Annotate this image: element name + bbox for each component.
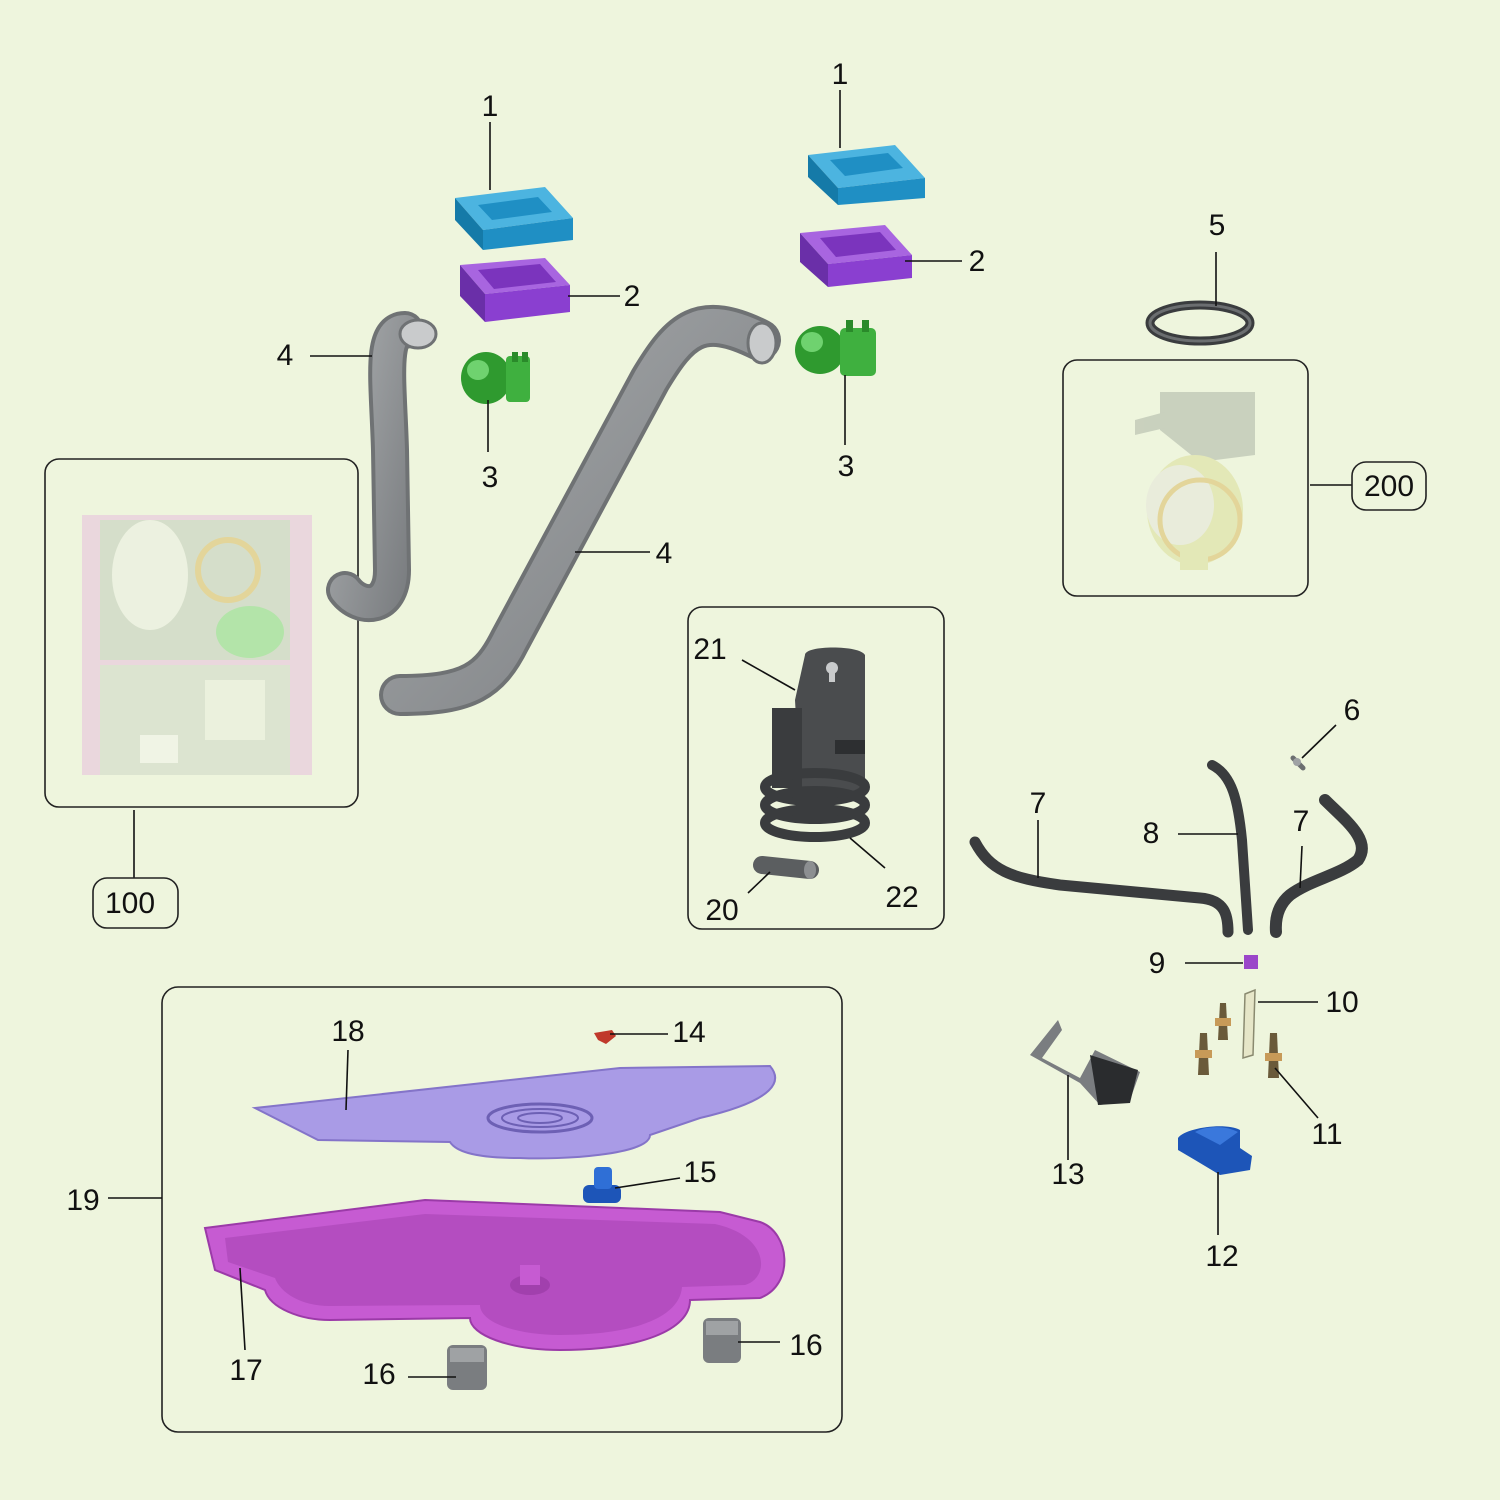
label-part-7-left: 7 [1030,787,1047,820]
part-8-tube[interactable] [1207,760,1253,935]
label-part-4-right: 4 [656,537,673,570]
assembly-100-frame [44,458,359,808]
label-part-12: 12 [1205,1240,1238,1273]
part-4-hose-left[interactable] [326,311,438,623]
part-12-block[interactable] [1178,1126,1252,1175]
label-part-22: 22 [885,881,918,914]
label-part-11: 11 [1311,1118,1342,1151]
assembly-200-tag [1351,461,1427,511]
label-part-1-right: 1 [832,58,849,91]
label-part-2-right: 2 [969,245,986,278]
part-18-drip-grid[interactable] [251,1064,777,1160]
assembly-100[interactable]: 100 [44,458,359,929]
label-part-3-right: 3 [838,450,855,483]
part-1-cover-right[interactable] [808,145,925,205]
part-4-hose-right[interactable] [379,304,781,716]
part-6-screw[interactable] [1290,755,1306,771]
part-14-knob[interactable] [594,1030,616,1044]
label-part-21: 21 [693,633,726,666]
assembly-200[interactable]: 200 [1062,359,1427,597]
label-part-6: 6 [1344,694,1361,727]
spring-holder-frame [687,606,945,930]
label-part-17: 17 [229,1354,262,1387]
label-part-16-right: 16 [789,1329,822,1362]
label-part-19: 19 [66,1184,99,1217]
part-5-seal-ring[interactable] [1145,300,1255,346]
assembly-100-tag [92,877,179,929]
part-17-drip-tray[interactable] [203,1198,786,1352]
label-part-7-right: 7 [1293,805,1310,838]
part-9-connector[interactable] [1244,955,1258,969]
label-part-10: 10 [1325,986,1358,1019]
label-part-2-left: 2 [624,280,641,313]
part-15-plug[interactable] [583,1167,621,1203]
label-part-9: 9 [1149,947,1166,980]
part-3-valve-left[interactable] [461,352,530,404]
part-2-tray-left[interactable] [460,258,570,322]
part-16-foot-left[interactable] [447,1345,487,1390]
label-part-4-left: 4 [277,339,294,372]
part-1-cover-left[interactable] [455,187,573,250]
part-20-pin[interactable] [753,856,819,879]
assembly-100-preview [82,515,312,775]
part-labels: 1 1 2 2 3 3 4 4 5 6 7 7 8 9 10 11 12 13 … [66,58,1360,1391]
assembly-100-label: 100 [105,887,155,920]
part-7-tube-left[interactable] [969,836,1234,938]
drip-tray-frame [161,986,843,1433]
label-part-18: 18 [331,1015,364,1048]
label-part-5: 5 [1209,209,1226,242]
assembly-200-label: 200 [1364,470,1414,503]
assembly-200-frame [1062,359,1309,597]
label-part-3-left: 3 [482,461,499,494]
part-11-valve-fittings[interactable] [1195,1003,1282,1078]
leader-lines [108,90,1337,1378]
label-part-8: 8 [1143,817,1160,850]
part-22-spring[interactable] [760,768,870,842]
label-part-16-left: 16 [362,1358,395,1391]
label-part-1-left: 1 [482,90,499,123]
part-2-tray-right[interactable] [800,225,912,287]
label-part-14: 14 [672,1016,705,1049]
part-10-gasket[interactable] [1242,988,1256,1060]
part-7-tube-right[interactable] [1269,794,1368,938]
assembly-200-preview [1135,392,1255,570]
assembly-spring-holder [687,606,945,930]
part-16-foot-right[interactable] [703,1318,741,1363]
part-13-bracket[interactable] [1030,1020,1140,1105]
part-3-valve-right[interactable] [795,320,876,376]
label-part-15: 15 [683,1156,716,1189]
label-part-20: 20 [705,894,738,927]
assembly-19-drip-tray [161,986,843,1433]
label-part-13: 13 [1051,1158,1084,1191]
